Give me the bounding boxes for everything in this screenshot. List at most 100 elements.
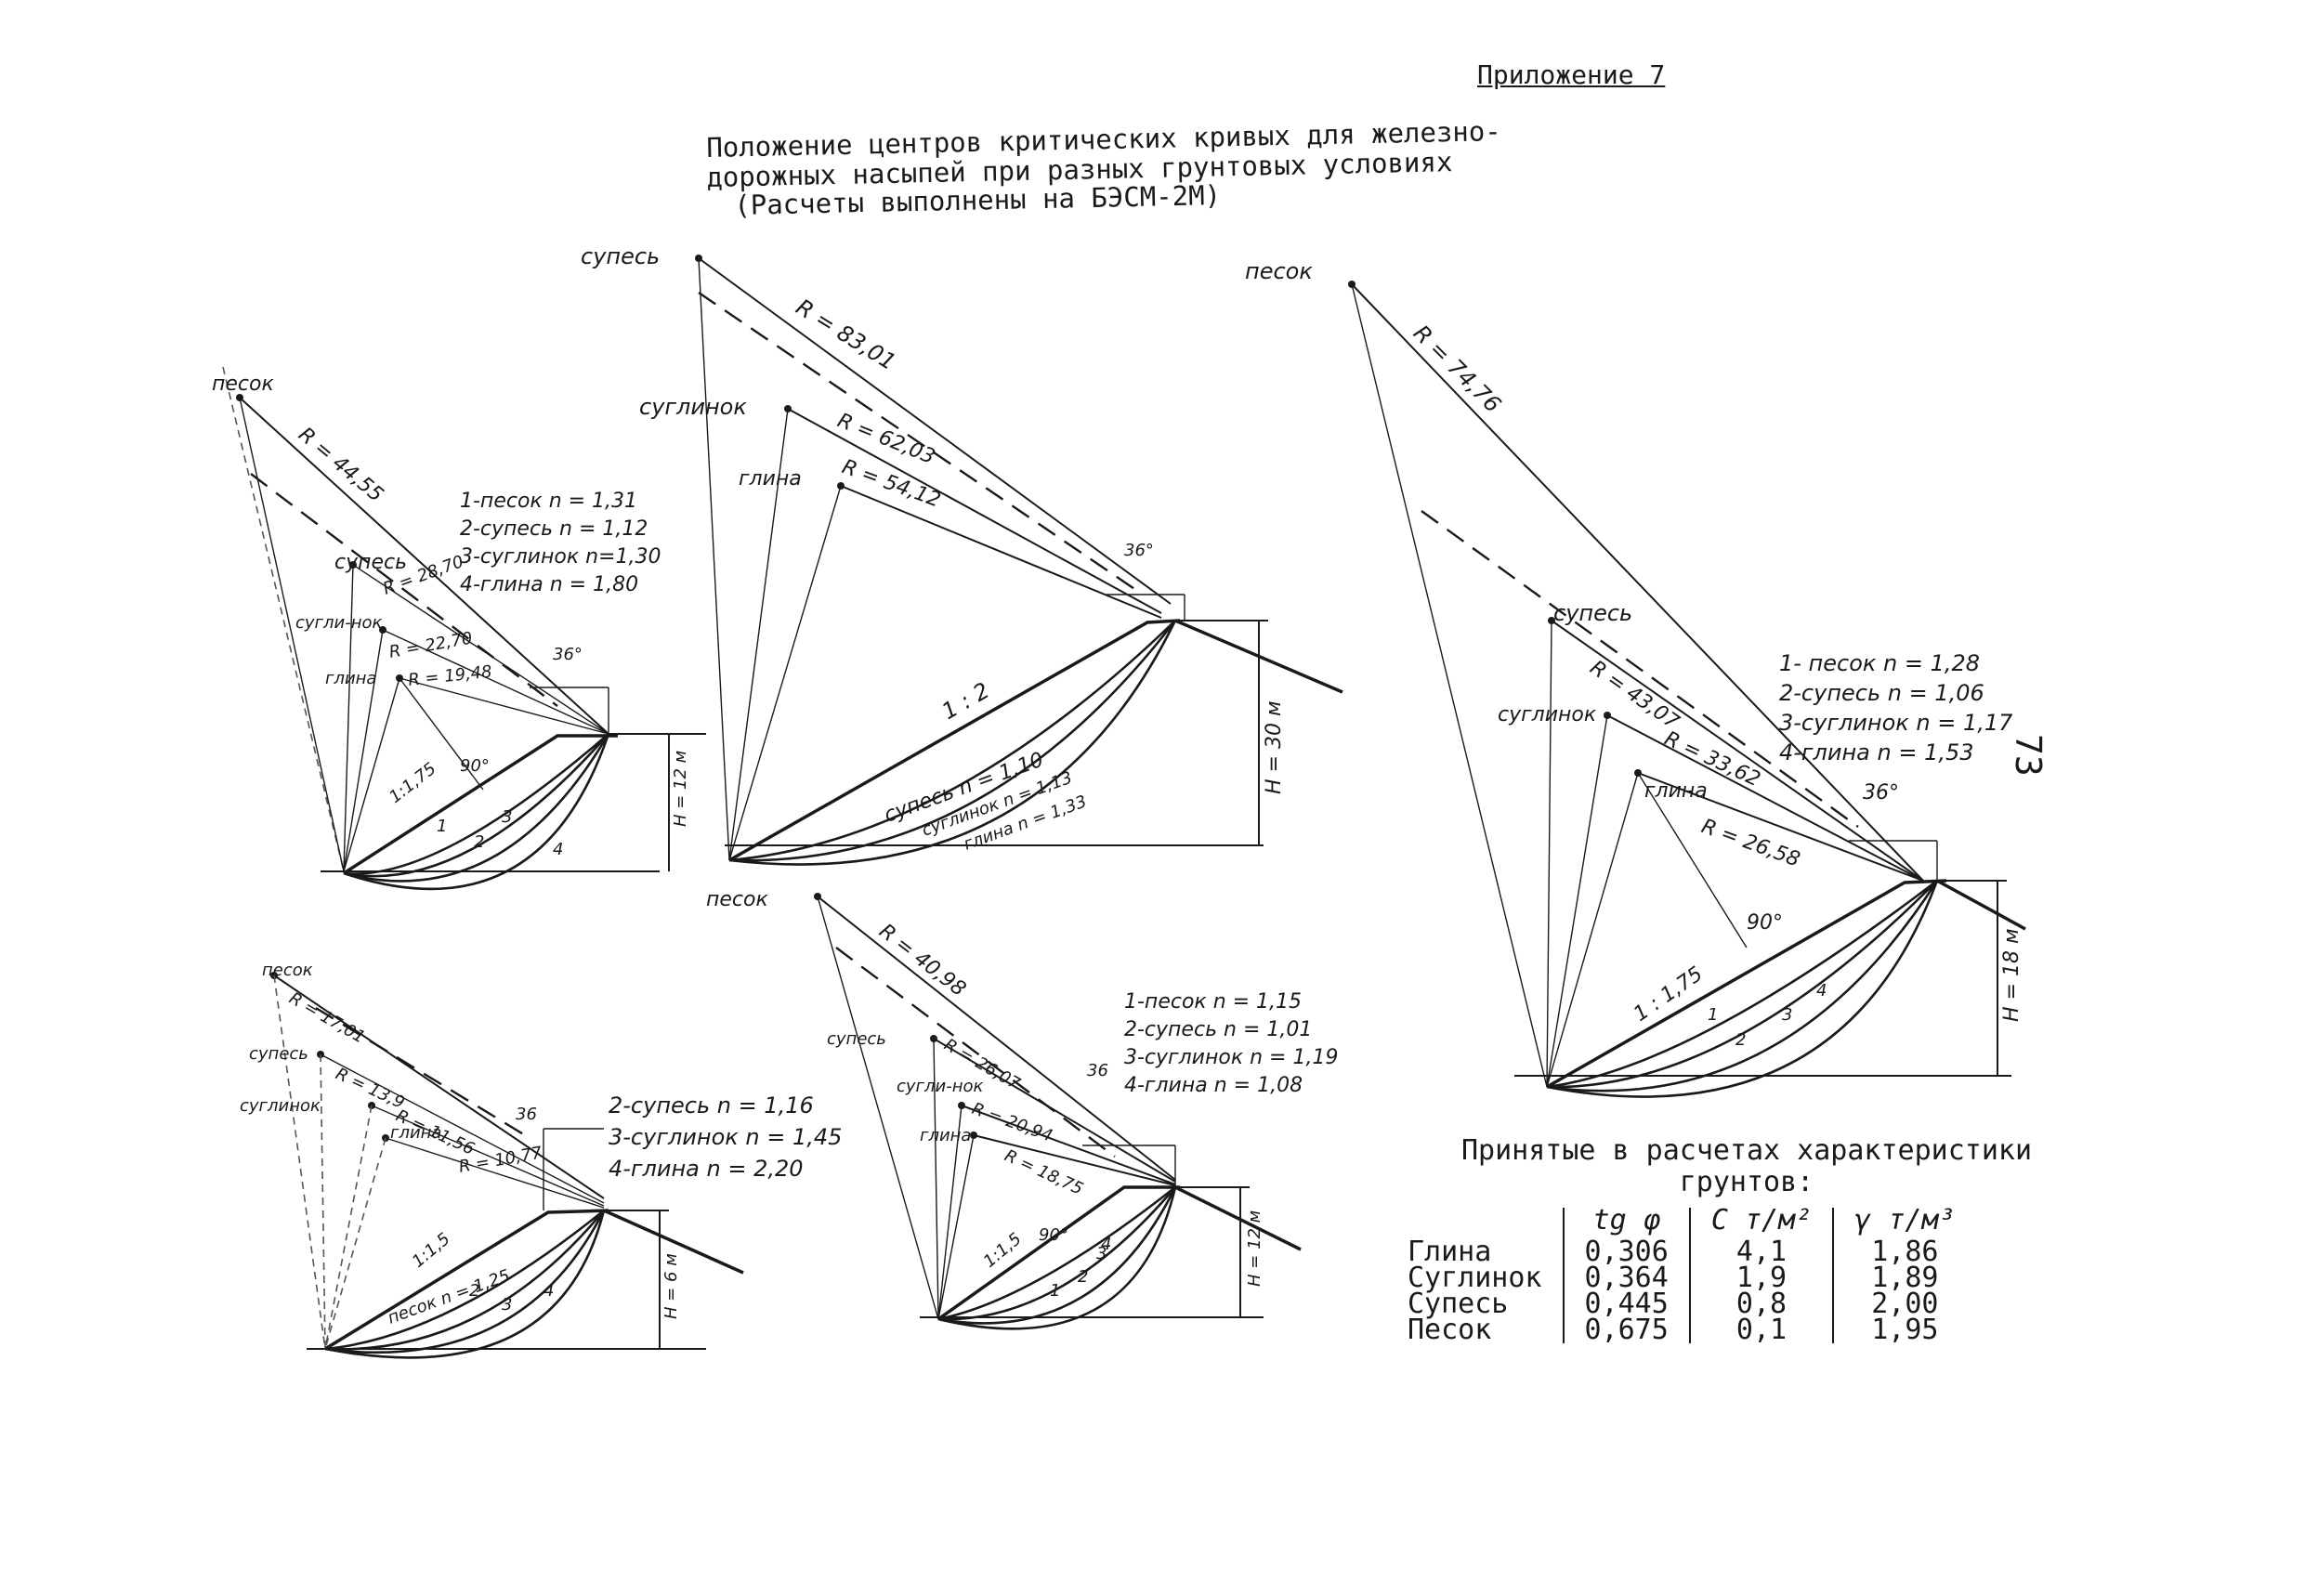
table-cell: 1,89 <box>1832 1264 1976 1292</box>
table-cell: 0,306 <box>1562 1238 1690 1266</box>
table-cell: 0,8 <box>1688 1290 1834 1318</box>
table-cell: 4,1 <box>1688 1238 1834 1266</box>
table-row: Песок 0,675 0,1 1,95 <box>1408 1314 1976 1346</box>
diagram-top-middle: супесь суглинок глина R = 83,01 R = 62,0… <box>581 243 1343 866</box>
radius-label: R = 40,98 <box>874 920 970 1001</box>
angle-label: 36 <box>1087 1061 1108 1080</box>
curve-number: 2 <box>1735 1030 1746 1050</box>
center-label: суглинок <box>639 394 747 420</box>
height-label: H = 18 м <box>2000 928 2023 1022</box>
center-label: сугли-нок <box>295 613 382 633</box>
curve-number: 1 <box>1708 1005 1718 1025</box>
height-label: H = 12 м <box>1245 1210 1264 1287</box>
table-cell: Песок <box>1408 1314 1492 1346</box>
angle-label: 36 <box>516 1105 537 1124</box>
height-label: H = 30 м <box>1263 700 1286 794</box>
table-header-row: tg φ C т/м² γ т/м³ <box>1408 1207 1976 1239</box>
center-locus-line <box>222 366 345 872</box>
legend-item: 1- песок n = 1,28 <box>1779 650 1980 676</box>
center-label: супесь <box>581 243 660 269</box>
radius-label: R = 74,76 <box>1408 320 1506 417</box>
center-label: глина <box>390 1123 441 1143</box>
angle-label: 36° <box>553 645 583 664</box>
embankment-profile <box>936 1185 1180 1321</box>
curve-number: 2 <box>469 1281 479 1301</box>
center-label: глина <box>325 669 376 688</box>
legend-item: 3-суглинок n = 1,17 <box>1779 710 2013 736</box>
center-label: песок <box>262 961 313 980</box>
height-label: H = 6 м <box>661 1253 681 1319</box>
center-label: глина <box>739 467 802 491</box>
table-cell: 1,86 <box>1832 1238 1976 1266</box>
table-row: Супесь 0,445 0,8 2,00 <box>1408 1290 1976 1318</box>
slope-label: 1 : 2 <box>937 677 994 725</box>
embankment-profile <box>728 619 1181 862</box>
radius-label: R = 20,94 <box>969 1099 1054 1146</box>
table-header: tg φ <box>1562 1207 1690 1239</box>
curve-number: 2 <box>1078 1267 1088 1287</box>
legend-item: 4-глина n = 1,53 <box>1779 739 1974 765</box>
table-cell: 0,1 <box>1688 1316 1834 1344</box>
embankment-profile <box>1546 879 1947 1089</box>
center-label: супесь <box>827 1029 886 1049</box>
legend-item: 3-суглинок n = 1,45 <box>609 1124 842 1150</box>
angle-label: 36° <box>1863 781 1899 805</box>
radius-label: R = 19,48 <box>407 662 492 690</box>
center-label: песок <box>212 373 274 396</box>
angle-label: 90° <box>1747 911 1783 935</box>
soil-table-title-line: грунтов: <box>1679 1166 1814 1198</box>
legend-item: 3-суглинок n=1,30 <box>460 545 661 569</box>
radius-label: R = 22,70 <box>387 629 474 662</box>
curve-number: 3 <box>1782 1005 1792 1025</box>
curve-number: 4 <box>553 840 563 859</box>
curve-number: 2 <box>474 832 484 852</box>
curve-number: 3 <box>502 807 512 827</box>
center-label: глина <box>920 1126 971 1145</box>
legend-item: 1-песок n = 1,15 <box>1124 990 1302 1014</box>
table-header: γ т/м³ <box>1832 1207 1976 1239</box>
height-label: H = 12 м <box>671 751 690 827</box>
center-label: сугли-нок <box>897 1077 983 1096</box>
table-cell: 0,675 <box>1562 1316 1690 1344</box>
angle-label: 90° <box>460 756 490 776</box>
legend-item: 2-супесь n = 1,06 <box>1779 680 1984 706</box>
soil-table-title: Принятые в расчетах характеристики грунт… <box>1426 1135 2067 1198</box>
legend-item: 1-песок n = 1,31 <box>460 490 637 513</box>
soil-table-title-line: Принятые в расчетах характеристики <box>1460 1134 2033 1167</box>
center-label: песок <box>1245 258 1313 284</box>
soil-properties-table: tg φ C т/м² γ т/м³ Глина 0,306 4,1 1,86 … <box>1408 1207 1976 1346</box>
diagram-bottom-left: песок супесь суглинок глина R = 17,01 R … <box>240 961 842 1359</box>
curve-number: 4 <box>544 1281 554 1301</box>
diagram-top-left: песок супесь сугли-нок глина R = 44,55 R… <box>212 366 706 891</box>
center-label: супесь <box>1553 600 1632 626</box>
curve-number: 1 <box>437 817 447 836</box>
table-row: Глина 0,306 4,1 1,86 <box>1408 1238 1976 1266</box>
table-header: C т/м² <box>1688 1207 1834 1239</box>
slope-label: 1:1,5 <box>980 1229 1026 1272</box>
table-cell: 1,95 <box>1832 1316 1976 1344</box>
curve-number: 4 <box>1101 1235 1111 1254</box>
curve-number: 4 <box>1816 981 1827 1001</box>
table-cell: 0,445 <box>1562 1290 1690 1318</box>
slope-label: 1:1,5 <box>409 1229 454 1272</box>
embankment-profile <box>343 734 618 875</box>
table-cell: 2,00 <box>1832 1290 1976 1318</box>
curve-number: 3 <box>502 1295 512 1315</box>
center-label: глина <box>1644 779 1708 803</box>
legend-item: 4-глина n = 1,80 <box>460 573 638 596</box>
curve-number: 3 <box>1096 1244 1107 1263</box>
table-cell: Суглинок <box>1408 1262 1542 1294</box>
center-label: песок <box>706 888 768 911</box>
slope-label: 1:1,75 <box>386 759 439 807</box>
radius-label: R = 43,07 <box>1586 656 1683 734</box>
appendix-label: Приложение 7 <box>1477 59 1666 90</box>
legend-item: 2-супесь n = 1,16 <box>609 1092 814 1119</box>
table-row: Суглинок 0,364 1,9 1,89 <box>1408 1262 1976 1294</box>
center-label: суглинок <box>1498 703 1597 726</box>
center-label: супесь <box>334 551 407 574</box>
radius-label: R = 18,75 <box>1002 1145 1086 1198</box>
embankment-profile <box>324 1209 609 1351</box>
center-label: суглинок <box>240 1096 321 1116</box>
legend-item: 2-супесь n = 1,01 <box>1124 1018 1312 1041</box>
radius-label: R = 83,01 <box>792 294 900 375</box>
